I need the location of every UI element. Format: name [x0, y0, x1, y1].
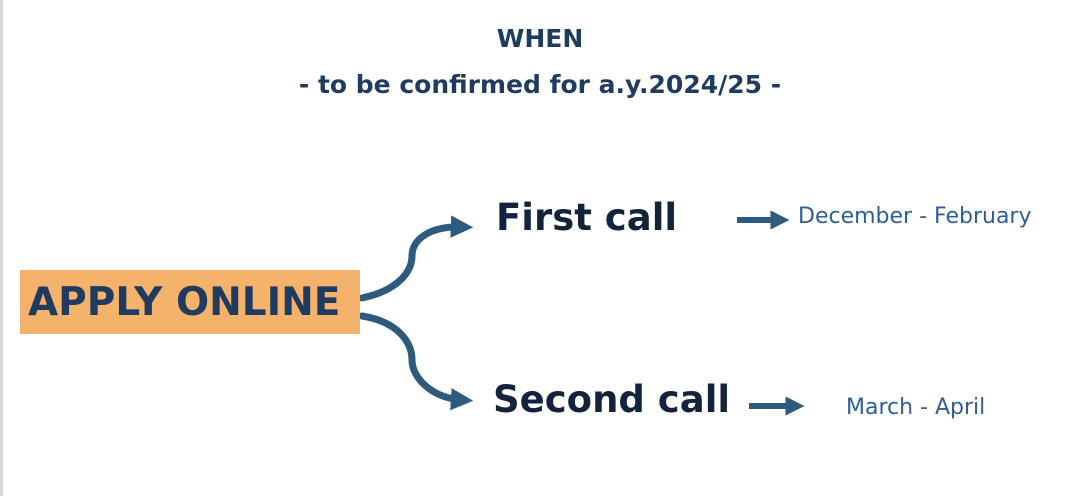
second-call-label: Second call	[493, 378, 731, 421]
heading-title: WHEN	[496, 24, 584, 53]
first-call-label: First call	[496, 196, 678, 239]
branch-curve-second	[358, 312, 474, 411]
second-call-period: March - April	[846, 395, 986, 420]
branch-curve-first	[358, 215, 474, 302]
apply-online-box	[20, 270, 360, 334]
left-edge-rule	[0, 0, 3, 496]
heading-subtitle: - to be confirmed for a.y.2024/25 -	[298, 70, 782, 99]
apply-online-label: APPLY ONLINE	[28, 280, 341, 325]
first-call-period: December - February	[798, 204, 1032, 229]
